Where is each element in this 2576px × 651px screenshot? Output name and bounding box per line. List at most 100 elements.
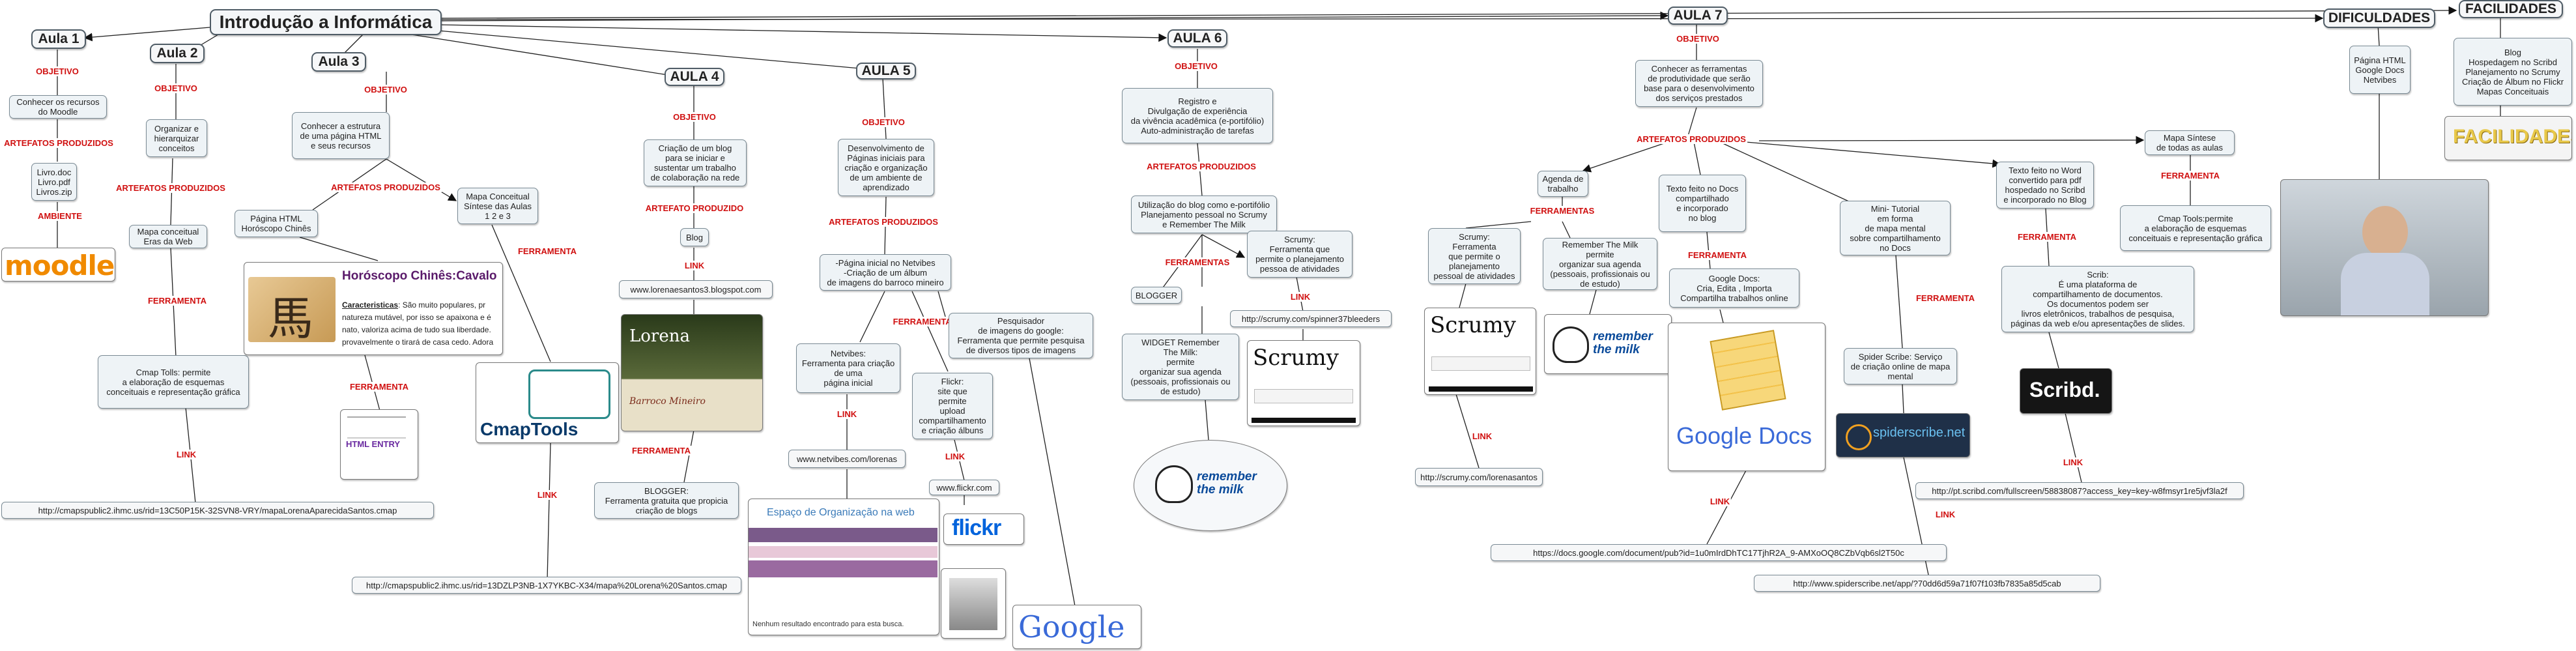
facilidades-list-node[interactable]: Blog Hospedagem no Scribd Planejamento n… xyxy=(2454,38,2572,106)
aula5-ferramentas-label: FERRAMENTAS xyxy=(891,317,959,326)
aula6-artefatos-label: ARTEFATOS PRODUZIDOS xyxy=(1145,162,1257,171)
aula2-objetivo-node[interactable]: Organizar e hierarquizar conceitos xyxy=(146,119,207,157)
scrumy-logo-7: Scrumy xyxy=(1430,312,1516,338)
horoscopo-text: Caracteristicas: São muito populares, pr… xyxy=(342,299,498,349)
aula6-scrumy-node[interactable]: Scrumy: Ferramenta que permite o planeja… xyxy=(1247,231,1352,278)
aula4-ferramenta-label: FERRAMENTA xyxy=(630,446,693,456)
aula3-pagina-node[interactable]: Página HTML Horóscopo Chinês xyxy=(235,210,318,237)
aula3-mapa-node[interactable]: Mapa Conceitual Síntese das Aulas 1 2 e … xyxy=(457,188,538,224)
scrumy-screenshot-image-7: Scrumy xyxy=(1424,308,1536,395)
rtm-logo-text-6: remember the milk xyxy=(1197,470,1257,497)
aula7-cmap-node[interactable]: Cmap Tools:permite a elaboração de esque… xyxy=(2120,205,2271,251)
aula2-mapa-node[interactable]: Mapa conceitual Eras da Web xyxy=(129,225,207,248)
aula3-ferramenta-label: FERRAMENTA xyxy=(348,382,410,392)
google-logo-text: Google xyxy=(1018,609,1125,644)
aula-7-node[interactable]: AULA 7 xyxy=(1668,7,1728,25)
aula5-pesquisador-node[interactable]: Pesquisador de imagens do google: Ferram… xyxy=(949,313,1093,358)
aula5-netvibes-node[interactable]: Netvibes: Ferramenta para criação de uma… xyxy=(796,343,900,393)
aula7-rtm-node[interactable]: Remember The Milk permite organizar sua … xyxy=(1543,238,1657,290)
google-docs-logo-image: Google Docs xyxy=(1668,323,1825,471)
aula-2-node[interactable]: Aula 2 xyxy=(150,44,205,63)
netvibes-band-1 xyxy=(749,528,937,542)
aula4-blog-node[interactable]: Blog xyxy=(680,228,709,246)
aula4-blogger-node[interactable]: BLOGGER: Ferramenta gratuita que propici… xyxy=(594,482,739,519)
aula7-texto-word-node[interactable]: Texto feito no Word convertido para pdf … xyxy=(1996,162,2094,209)
aula6-ferramentas-label: FERRAMENTAS xyxy=(1164,257,1231,267)
spiderscribe-logo-text: spiderscribe.net xyxy=(1873,426,1966,440)
aula5-objetivo-label: OBJETIVO xyxy=(861,117,906,127)
google-logo-image: Google xyxy=(1012,605,1141,649)
aula6-artefatos-node[interactable]: Utilização do blog como e-portifólio Pla… xyxy=(1131,195,1277,233)
aula5-netvibes-link[interactable]: www.netvibes.com/lorenas xyxy=(788,450,906,468)
aula7-objetivo-node[interactable]: Conhecer as ferramentas de produtividade… xyxy=(1635,60,1763,107)
aula-6-node[interactable]: AULA 6 xyxy=(1167,29,1227,48)
aula6-link-label: LINK xyxy=(1289,292,1312,302)
aula3-artefatos-label: ARTEFATOS PRODUZIDOS xyxy=(330,182,442,192)
root-node[interactable]: Introdução a Informática xyxy=(210,9,442,35)
aula6-rtm-node[interactable]: WIDGET Remember The Milk: permite organi… xyxy=(1122,334,1239,400)
aula3-link-label: LINK xyxy=(536,490,559,500)
cmaptools-image: CmapTools xyxy=(476,362,619,443)
aula7-link-label-docs: LINK xyxy=(1708,497,1732,506)
aula5-flickr-link[interactable]: www.flickr.com xyxy=(929,480,999,495)
aula5-objetivo-node[interactable]: Desenvolvimento de Páginas iniciais para… xyxy=(838,139,934,196)
facilidades-node[interactable]: FACILIDADES xyxy=(2459,0,2563,18)
docs-logo-text: Google Docs xyxy=(1676,422,1812,449)
aula5-flickr-node[interactable]: Flickr: site que permite upload comparti… xyxy=(912,373,993,439)
aula7-spider-link[interactable]: http://www.spiderscribe.net/app/?70dd6d5… xyxy=(1754,575,2100,592)
dificuldades-list-node[interactable]: Página HTML Google Docs Netvibes xyxy=(2349,46,2411,94)
aula6-objetivo-node[interactable]: Registro e Divulgação de experiência da … xyxy=(1122,88,1273,143)
aula-3-node[interactable]: Aula 3 xyxy=(311,52,366,72)
aula5-artefatos-label: ARTEFATOS PRODUZIDOS xyxy=(827,217,939,227)
aula7-scrumy-link[interactable]: http://scrumy.com/lorenasantos xyxy=(1415,468,1543,486)
aula7-mini-tutorial-node[interactable]: Mini- Tutorial em forma de mapa mental s… xyxy=(1840,201,1951,255)
docs-grid-icon xyxy=(1710,330,1786,411)
scrumy-bar-6 xyxy=(1252,418,1356,423)
aula7-ferramentas-label: FERRAMENTAS xyxy=(1528,206,1596,216)
netvibes-title: Espaço de Organização na web xyxy=(767,507,915,518)
aula7-link-label-scribd: LINK xyxy=(2061,457,2085,467)
spider-icon xyxy=(1846,424,1872,450)
aula4-objetivo-node[interactable]: Criação de um blog para se iniciar e sus… xyxy=(644,139,747,186)
horoscopo-body: : São muito populares, pr natureza mutáv… xyxy=(342,300,494,347)
dificuldades-node[interactable]: DIFICULDADES xyxy=(2323,8,2435,28)
aula7-scrumy-node[interactable]: Scrumy: Ferramenta que permite o planeja… xyxy=(1428,228,1521,284)
aula3-objetivo-node[interactable]: Conhecer a estrutura de uma página HTML … xyxy=(292,112,390,159)
aula4-blog-link[interactable]: www.lorenaesantos3.blogspot.com xyxy=(619,280,773,298)
aula7-scribd-node[interactable]: Scrib: É uma plataforma de compartilhame… xyxy=(2001,266,2194,332)
netvibes-band-2 xyxy=(749,546,937,558)
aula7-mapa-sintese-node[interactable]: Mapa Síntese de todas as aulas xyxy=(2145,130,2235,155)
aula7-texto-docs-node[interactable]: Texto feito no Docs compartilhado e inco… xyxy=(1659,175,1746,232)
student-body xyxy=(2341,253,2429,315)
horoscopo-bold: Caracteristicas xyxy=(342,300,399,310)
aula1-artefatos-node[interactable]: Livro.doc Livro.pdf Livros.zip xyxy=(31,163,77,201)
aula-1-node[interactable]: Aula 1 xyxy=(31,29,86,49)
cmaptools-graphic xyxy=(528,369,610,419)
aula6-objetivo-label: OBJETIVO xyxy=(1173,61,1219,71)
aula6-blogger-node[interactable]: BLOGGER xyxy=(1131,287,1182,304)
aula-4-node[interactable]: AULA 4 xyxy=(665,68,724,86)
aula2-cmap-node[interactable]: Cmap Tolls: permite a elaboração de esqu… xyxy=(98,355,249,409)
aula3-cmap-link[interactable]: http://cmapspublic2.ihmc.us/rid=13DZLP3N… xyxy=(352,577,741,594)
aula-5-node[interactable]: AULA 5 xyxy=(856,63,916,80)
aula5-link-label-flickr: LINK xyxy=(943,452,967,461)
aula1-objetivo-node[interactable]: Conhecer os recursos do Moodle xyxy=(9,95,107,119)
horoscopo-image: 馬 Horóscopo Chinês:Cavalo Caracteristica… xyxy=(244,262,503,355)
html-entry-lines xyxy=(347,416,406,439)
flickr-logo-image: flickr xyxy=(943,514,1024,545)
aula7-scribd-link[interactable]: http://pt.scribd.com/fullscreen/58838087… xyxy=(1915,482,2244,499)
aula7-google-docs-node[interactable]: Google Docs: Cria, Edita , Importa Compa… xyxy=(1669,268,1799,308)
aula7-docs-link[interactable]: https://docs.google.com/document/pub?id=… xyxy=(1491,544,1947,561)
aula5-artefato-node[interactable]: -Página inicial no Netvibes -Criação de … xyxy=(820,254,951,291)
blog-screenshot-image: Lorena Barroco Mineiro xyxy=(621,314,763,431)
aula7-spider-node[interactable]: Spider Scribe: Serviço de criação online… xyxy=(1844,348,1957,384)
aula7-agenda-node[interactable]: Agenda de trabalho xyxy=(1538,171,1588,197)
cow-icon-6 xyxy=(1155,465,1193,503)
blog-title: Lorena xyxy=(629,326,690,346)
aula2-artefatos-label: ARTEFATOS PRODUZIDOS xyxy=(115,183,227,193)
aula6-scrumy-link[interactable]: http://scrumy.com/spinner37bleeders xyxy=(1230,310,1392,327)
flickr-logo-text: flickr xyxy=(952,515,1001,540)
aula2-cmap-link[interactable]: http://cmapspublic2.ihmc.us/rid=13C50P15… xyxy=(1,502,434,519)
scribd-logo-text: Scribd. xyxy=(2029,378,2100,401)
horse-figure xyxy=(248,277,336,342)
